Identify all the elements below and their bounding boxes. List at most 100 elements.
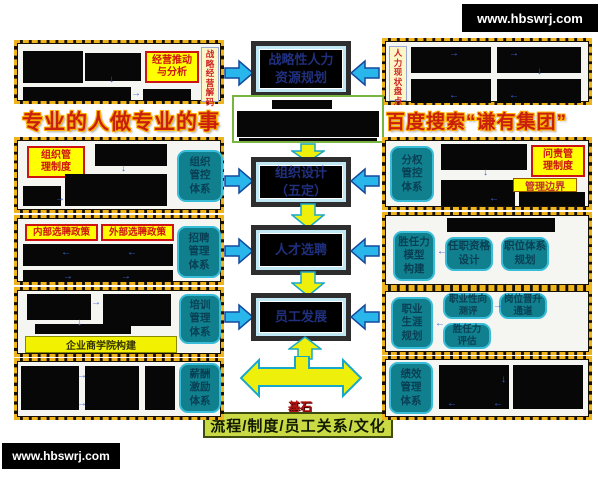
redacted-block [519, 192, 585, 206]
redacted-block [439, 365, 509, 409]
flow-arrow-left-icon [350, 303, 380, 331]
mini-arrow-down-icon: ↓ [109, 74, 114, 85]
redacted-block [237, 111, 379, 137]
redacted-block [447, 218, 555, 232]
pill-compensation-incentive: 薪酬 激励 体系 [179, 363, 221, 413]
redacted-block [85, 366, 139, 410]
redacted-block [411, 79, 491, 103]
pill-decentralization-control: 分权 管控 体系 [390, 146, 434, 202]
redacted-block [95, 144, 167, 166]
flow-arrow-right-icon [224, 167, 254, 195]
pill-competency-model: 胜任力 模型 构建 [393, 231, 435, 281]
redacted-block [441, 144, 527, 170]
mini-arrow-right-icon: → [121, 271, 131, 282]
redacted-block [441, 180, 515, 206]
badge-business-analysis: 经营推动 与分析 [145, 51, 199, 83]
flow-arrow-left-icon [350, 59, 380, 87]
slogan-left: 专业的人做专业的事 [22, 111, 220, 134]
flow-step-org-design: 组织设计 （五定） [256, 162, 346, 202]
panel-recruiting: 内部选聘政策 外部选聘政策 ← ← → → 招聘 管理 体系 [14, 215, 224, 285]
pill-aptitude-assessment: 职业性向 测评 [443, 293, 493, 319]
mini-arrow-right-icon: → [77, 398, 87, 409]
mini-arrow-left-icon: ← [493, 398, 503, 409]
panel-hr-inventory: 人 力 现 状 盘 点 → → ↓ ← ← [382, 38, 592, 105]
flow-step-talent-selection: 人才选聘 [256, 230, 346, 270]
flow-arrow-left-icon [350, 237, 380, 265]
mini-arrow-down-icon: ↓ [121, 163, 126, 174]
mini-arrow-left-icon: ← [127, 247, 137, 258]
pill-qualification-design: 任职资格 设计 [445, 237, 493, 271]
flow-arrow-left-icon [350, 167, 380, 195]
website-badge-bottom: www.hbswrj.com [2, 443, 120, 469]
mini-arrow-right-icon: → [131, 88, 141, 99]
redacted-block [513, 365, 583, 409]
badge-organization-system: 组织管 理制度 [27, 146, 85, 178]
mini-arrow-right-icon: → [493, 300, 503, 311]
mini-arrow-left-icon: ← [437, 246, 447, 257]
redacted-block [21, 366, 79, 410]
redacted-block [23, 87, 131, 101]
panel-training: → ↓ 企业商学院构建 培训 管理 体系 [14, 287, 224, 357]
foundation-caption: 基石 [288, 400, 313, 414]
redacted-block [103, 294, 171, 326]
foundation-arrow-icon [240, 356, 362, 399]
panel-qualification: 胜任力 模型 构建 任职资格 设计 职位体系 规划 ← [382, 212, 592, 288]
pill-org-control-system: 组织 管控 体系 [177, 150, 223, 202]
mini-arrow-down-icon: ↓ [537, 66, 542, 77]
redacted-block [23, 186, 61, 206]
mini-arrow-left-icon: ← [435, 318, 445, 329]
panel-strategy-decode: ↓ → 经营推动 与分析 战 略 经 营 解 码 [14, 40, 224, 106]
flow-arrow-down-icon [291, 143, 325, 163]
website-badge-top: www.hbswrj.com [462, 4, 598, 32]
tag-management-boundary: 管理边界 [513, 178, 577, 193]
pill-competency-evaluation: 胜任力 评估 [443, 323, 491, 349]
redacted-block [497, 47, 581, 73]
panel-accountability: 分权 管控 体系 问责管 理制度 管理边界 ↓ ← [382, 137, 592, 210]
flow-arrow-right-icon [224, 237, 254, 265]
redacted-block [239, 138, 377, 141]
flow-arrow-right-icon [224, 59, 254, 87]
mini-arrow-right-icon: → [449, 48, 459, 59]
mini-arrow-right-icon: → [77, 370, 87, 381]
flow-arrow-down-icon [291, 271, 325, 297]
mini-arrow-down-icon: ↓ [77, 317, 82, 328]
badge-accountability-system: 问责管 理制度 [531, 145, 585, 177]
mini-arrow-right-icon: → [63, 271, 73, 282]
mini-arrow-left-icon: ← [509, 90, 519, 101]
redacted-block [497, 79, 581, 103]
foundation-bar: 流程/制度/员工关系/文化 [203, 412, 393, 438]
panel-organization: 组织管 理制度 ↓ → 组织 管控 体系 [14, 137, 224, 213]
mini-arrow-left-icon: ← [449, 90, 459, 101]
mini-arrow-right-icon: → [91, 297, 101, 308]
pill-performance-management: 绩效 管理 体系 [389, 362, 433, 414]
flow-step-strategic-hr-planning: 战略性人力 资源规划 [256, 46, 346, 92]
redacted-block [272, 100, 332, 109]
mini-arrow-down-icon: ↓ [501, 374, 506, 385]
panel-career: 职业 生涯 规划 职业性向 测评 岗位晋升 通道 胜任力 评估 ← → [382, 288, 592, 355]
panel-compensation: → → 薪酬 激励 体系 [14, 358, 224, 420]
badge-external-selection: 外部选聘政策 [101, 224, 174, 241]
badge-internal-selection: 内部选聘政策 [25, 224, 98, 241]
panel-performance: 绩效 管理 体系 ↓ ← ← [382, 356, 592, 420]
mini-arrow-left-icon: ← [61, 247, 71, 258]
flow-arrow-down-icon [291, 203, 325, 229]
strip-strategy-decode: 战 略 经 营 解 码 [201, 47, 219, 106]
pill-career-planning: 职业 生涯 规划 [391, 297, 433, 349]
pill-recruitment-management: 招聘 管理 体系 [177, 226, 221, 278]
redacted-block [23, 244, 173, 266]
slogan-right: 百度搜索“谦有集团” [386, 112, 568, 133]
redacted-block [35, 324, 131, 334]
redacted-block [23, 270, 173, 282]
pill-position-planning: 职位体系 规划 [501, 237, 549, 271]
mini-arrow-right-icon: → [55, 193, 65, 204]
mini-arrow-left-icon: ← [447, 398, 457, 409]
redacted-block [65, 174, 167, 206]
pill-promotion-channel: 岗位晋升 通道 [499, 293, 547, 319]
redacted-block [411, 47, 491, 73]
bar-business-school: 企业商学院构建 [25, 336, 177, 353]
redacted-block [27, 294, 91, 320]
mini-arrow-right-icon: → [509, 48, 519, 59]
strategy-summary-box [232, 95, 384, 143]
mini-arrow-left-icon: ← [489, 193, 499, 204]
